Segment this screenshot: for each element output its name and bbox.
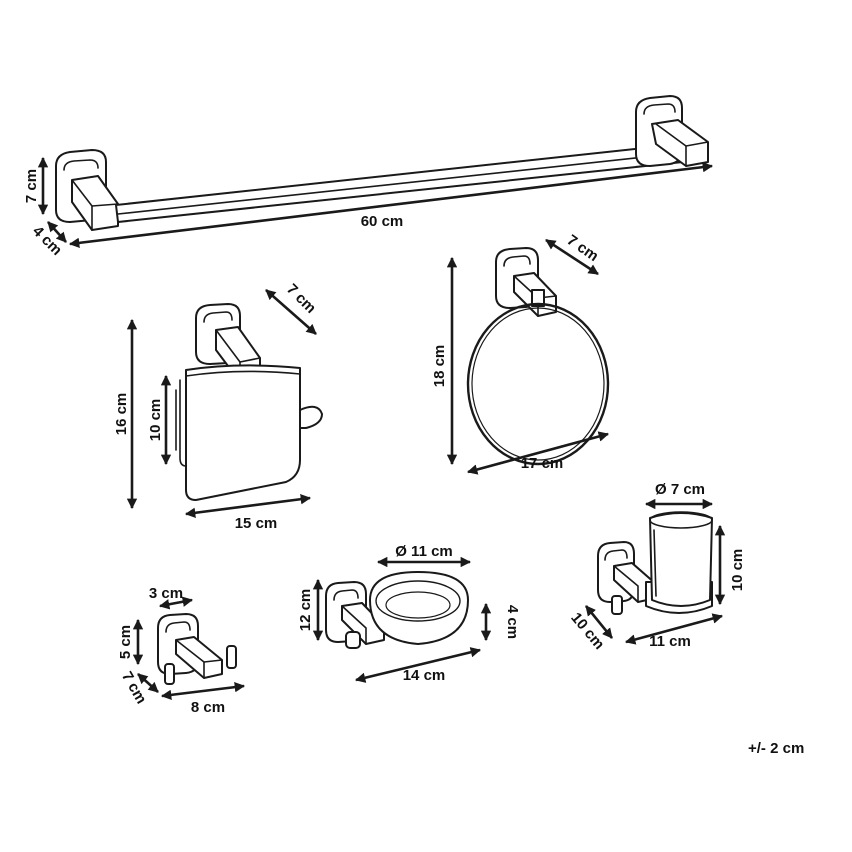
hook-top-width-label: 3 cm xyxy=(149,585,183,602)
paper-holder-height-label: 16 cm xyxy=(113,393,130,436)
paper-holder-illustration xyxy=(175,303,323,501)
soap-dish-dish-height-label: 4 cm xyxy=(504,605,521,639)
hook-width-label: 8 cm xyxy=(191,699,225,716)
towel-bar-depth-label: 4 cm xyxy=(29,223,65,259)
towel-ring-width-label: 17 cm xyxy=(521,455,564,472)
paper-holder-width-label: 15 cm xyxy=(235,515,278,532)
towel-ring-depth-label: 7 cm xyxy=(564,232,602,266)
paper-holder-inner-height-label: 10 cm xyxy=(147,399,164,442)
tumbler-diameter-label: Ø 7 cm xyxy=(655,481,705,498)
hook-height-label: 5 cm xyxy=(117,625,134,659)
tumbler-width-label: 11 cm xyxy=(649,633,691,650)
tumbler-depth-label: 10 cm xyxy=(567,609,607,653)
soap-dish-width-label: 14 cm xyxy=(403,667,446,684)
soap-dish-diameter-label: Ø 11 cm xyxy=(395,543,453,560)
towel-bar-illustration xyxy=(55,95,709,231)
towel-bar-height-label: 7 cm xyxy=(23,169,40,203)
soap-dish-illustration xyxy=(325,571,469,649)
towel-bar-length-label: 60 cm xyxy=(361,213,404,230)
tolerance-note: +/- 2 cm xyxy=(748,740,805,757)
towel-ring-height-label: 18 cm xyxy=(431,345,448,388)
towel-ring-illustration xyxy=(466,247,610,466)
hook-depth-label: 7 cm xyxy=(118,669,150,707)
tumbler-height-label: 10 cm xyxy=(729,549,746,592)
soap-dish-height-label: 12 cm xyxy=(297,589,314,632)
hook-illustration xyxy=(157,613,237,685)
tumbler-holder-illustration xyxy=(597,511,713,615)
